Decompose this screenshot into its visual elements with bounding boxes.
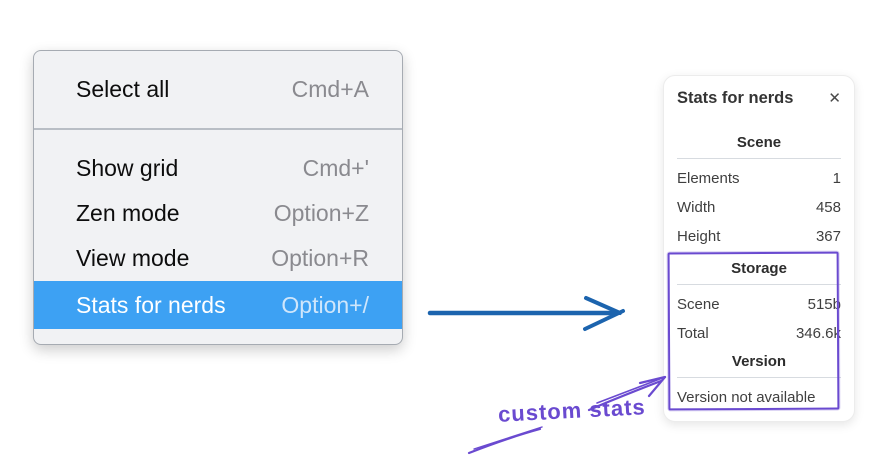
stats-panel-title: Stats for nerds <box>677 89 794 107</box>
stat-row-width: Width 458 <box>677 193 841 222</box>
menu-item-shortcut: Cmd+A <box>291 76 369 102</box>
menu-item-stats-for-nerds[interactable]: Stats for nerds Option+/ <box>34 281 402 329</box>
menu-item-zen-mode[interactable]: Zen mode Option+Z <box>34 191 402 236</box>
stats-panel: Stats for nerds ✕ Scene Elements 1 Width… <box>663 75 855 422</box>
section-divider <box>677 284 841 285</box>
menu-item-show-grid[interactable]: Show grid Cmd+' <box>34 146 402 191</box>
version-section: Version Version not available <box>677 353 841 412</box>
menu-item-view-mode[interactable]: View mode Option+R <box>34 236 402 281</box>
stat-value: 515b <box>807 296 841 313</box>
stat-label: Total <box>677 325 709 342</box>
menu-item-label: Show grid <box>76 155 179 181</box>
stat-label: Elements <box>677 170 740 187</box>
stat-row-total-storage: Total 346.6k <box>677 319 841 348</box>
menu-item-select-all[interactable]: Select all Cmd+A <box>34 51 402 128</box>
stat-label: Width <box>677 199 716 216</box>
section-divider <box>677 158 841 159</box>
menu-item-label: View mode <box>76 245 190 271</box>
context-menu: Select all Cmd+A Show grid Cmd+' Zen mod… <box>33 50 403 345</box>
annotation-label: custom stats <box>497 394 647 427</box>
stat-value: 1 <box>832 170 841 187</box>
stat-label: Scene <box>677 296 720 313</box>
stat-value: 458 <box>815 199 841 216</box>
menu-item-shortcut: Option+R <box>271 245 369 271</box>
stat-row-scene-storage: Scene 515b <box>677 290 841 319</box>
menu-separator <box>34 128 402 130</box>
stat-row-height: Height 367 <box>677 222 841 251</box>
flow-arrow-icon <box>427 296 625 331</box>
section-divider <box>677 377 841 378</box>
stat-value: 367 <box>815 228 841 245</box>
stats-panel-header: Stats for nerds ✕ <box>677 88 841 109</box>
stat-row-elements: Elements 1 <box>677 164 841 193</box>
scene-section: Scene Elements 1 Width 458 Height 367 <box>677 134 841 251</box>
stat-label: Height <box>677 228 721 245</box>
menu-group: Show grid Cmd+' Zen mode Option+Z View m… <box>34 130 402 329</box>
menu-item-label: Select all <box>76 76 170 102</box>
close-icon[interactable]: ✕ <box>828 90 841 107</box>
menu-item-shortcut: Option+Z <box>273 200 369 226</box>
menu-item-label: Zen mode <box>76 200 180 226</box>
storage-section-heading: Storage <box>731 260 787 277</box>
storage-section: Storage Scene 515b Total 346.6k <box>677 260 841 348</box>
version-section-heading: Version <box>731 353 787 370</box>
stat-value: 346.6k <box>795 325 841 342</box>
version-note: Version not available <box>677 389 816 406</box>
menu-item-shortcut: Cmd+' <box>302 155 369 181</box>
scene-section-heading: Scene <box>736 134 782 151</box>
menu-item-shortcut: Option+/ <box>281 291 369 318</box>
menu-item-label: Stats for nerds <box>76 291 226 318</box>
